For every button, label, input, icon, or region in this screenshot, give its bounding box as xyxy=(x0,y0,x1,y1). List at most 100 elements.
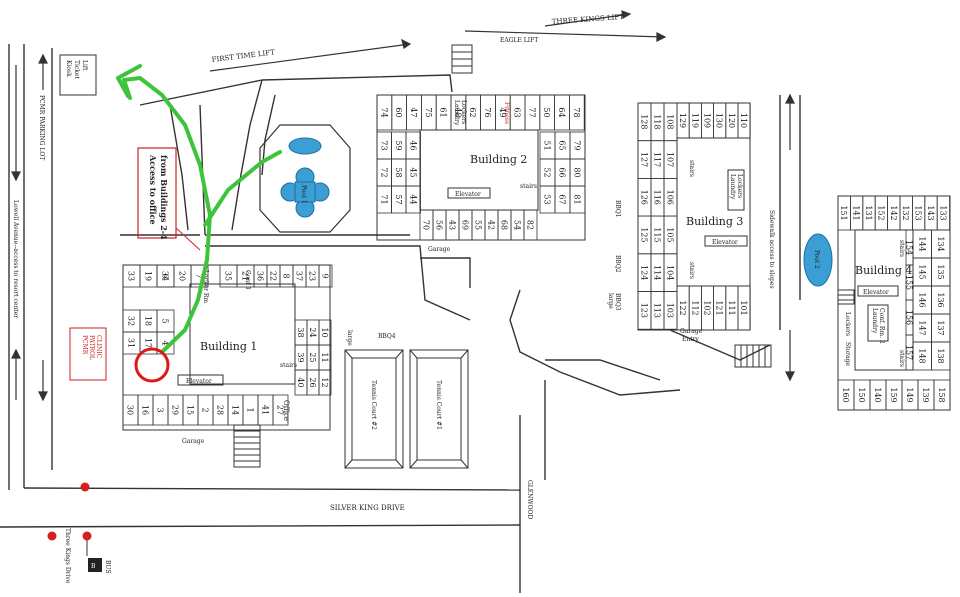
unit-number: 23 xyxy=(308,271,317,281)
unit-number: 4 xyxy=(161,340,170,345)
green-route-branch xyxy=(203,150,282,227)
tennis-court-1-label: Tennis Court #1 xyxy=(435,380,442,430)
pool1-area xyxy=(259,124,351,233)
unit-number: 12 xyxy=(320,377,329,387)
building-4-label: Building 4 xyxy=(855,264,912,277)
tennis-court-2[interactable] xyxy=(344,349,404,469)
glenwood-label: GLENWOOD xyxy=(526,480,533,519)
building-3-lockers[interactable] xyxy=(727,169,745,211)
building-4-laundry-label: Laundry xyxy=(871,308,878,334)
patrol-clinic-box[interactable] xyxy=(69,327,107,381)
unit-number: 65 xyxy=(558,140,567,150)
unit-number: 151 xyxy=(839,205,848,220)
bus-stop[interactable]: B xyxy=(88,558,102,572)
unit-number: 49 xyxy=(498,107,507,117)
unit-number: 25 xyxy=(308,352,317,362)
unit-number: 27 xyxy=(276,405,285,415)
unit-number: 113 xyxy=(653,303,662,318)
unit-number: 142 xyxy=(889,205,898,220)
unit-number: 19 xyxy=(144,271,153,281)
svg-text:B: B xyxy=(91,563,96,570)
garage-entry-stairs xyxy=(734,344,772,368)
unit-number: 131 xyxy=(864,205,873,220)
unit-number: 44 xyxy=(408,194,417,204)
unit-number: 30 xyxy=(126,405,135,415)
unit-number: 136 xyxy=(936,292,945,307)
unit-number: 144 xyxy=(917,236,926,251)
unit-number: 127 xyxy=(640,152,649,167)
bbq3-label: BBQ3 xyxy=(614,293,621,311)
unit-number: 114 xyxy=(653,265,662,280)
unit-number: 112 xyxy=(690,300,699,315)
unit-number: 108 xyxy=(666,114,675,129)
unit-number: 67 xyxy=(558,194,567,204)
unit-number: 79 xyxy=(573,140,582,150)
building-1-conf1: Conf 1 xyxy=(244,270,251,290)
building-3-elevator[interactable] xyxy=(704,235,748,247)
access-line-1: Access to office xyxy=(148,154,158,225)
pool1 xyxy=(280,167,330,218)
unit-cell xyxy=(905,334,914,371)
unit-number: 10 xyxy=(320,327,329,337)
unit-number: 34 xyxy=(161,271,170,281)
building-1-elevator[interactable] xyxy=(177,374,224,386)
building-4-conf-rm2[interactable] xyxy=(867,304,889,342)
tennis-court-2-label: Tennis Court #2 xyxy=(370,380,377,430)
unit-number: 78 xyxy=(572,107,581,117)
unit-number: 117 xyxy=(653,152,662,167)
unit-number: 146 xyxy=(917,292,926,307)
building-2-elevator[interactable] xyxy=(447,187,491,199)
unit-number: 20 xyxy=(178,271,187,281)
pool2-label: Pool 2 xyxy=(813,250,820,269)
unit-number: 133 xyxy=(938,205,947,220)
unit-number: 154 xyxy=(905,240,914,255)
building-3-label: Building 3 xyxy=(686,215,743,228)
unit-number: 56 xyxy=(435,220,444,230)
unit-number: 54 xyxy=(513,220,522,230)
building-4-elevator[interactable] xyxy=(857,285,899,297)
building-4-conf-rm2-label: Conf. Rm. 2 xyxy=(878,308,885,344)
unit-number: 101 xyxy=(739,300,748,315)
unit-number: 129 xyxy=(678,113,687,128)
unit-number: 8 xyxy=(282,273,291,278)
unit-number: 158 xyxy=(937,387,946,402)
unit-number: 130 xyxy=(715,113,724,128)
unit-number: 111 xyxy=(727,300,736,315)
unit-number: 16 xyxy=(141,405,150,415)
unit-number: 119 xyxy=(690,113,699,128)
building-2-laundry: Laundry xyxy=(453,100,460,126)
kiosk-text: Lift Ticket Kiosk xyxy=(65,60,88,79)
building-2-label: Building 2 xyxy=(470,153,527,166)
unit-number: 138 xyxy=(936,348,945,363)
unit-number: 46 xyxy=(408,140,417,150)
unit-number: 40 xyxy=(296,377,305,387)
building-3-garage-entry: Garage xyxy=(680,328,703,335)
unit-number: 43 xyxy=(448,220,457,230)
unit-cell xyxy=(318,264,333,288)
unit-number: 120 xyxy=(727,113,736,128)
pool1-spa xyxy=(288,137,322,155)
unit-cell xyxy=(569,94,585,131)
unit-number: 110 xyxy=(739,113,748,128)
unit-number: 126 xyxy=(640,190,649,205)
unit-number: 22 xyxy=(269,271,278,281)
silver-king-drive-label: SILVER KING DRIVE xyxy=(330,504,405,512)
unit-number: 58 xyxy=(394,167,403,177)
lift-ticket-kiosk[interactable] xyxy=(59,54,97,96)
unit-cell xyxy=(737,102,751,139)
unit-number: 1 xyxy=(246,407,255,412)
lowell-avenue-label: Lowell Avenue--access to resort center xyxy=(12,200,19,318)
unit-number: 53 xyxy=(543,194,552,204)
unit-number: 147 xyxy=(917,320,926,335)
unit-number: 76 xyxy=(483,107,492,117)
unit-number: 104 xyxy=(666,265,675,280)
green-route xyxy=(122,76,212,354)
unit-number: 48 xyxy=(453,107,462,117)
kiosk-line-1: Lift xyxy=(81,60,88,71)
unit-number: 36 xyxy=(256,271,265,281)
unit-number: 153 xyxy=(914,205,923,220)
tennis-court-1[interactable] xyxy=(409,349,469,469)
unit-number: 52 xyxy=(543,167,552,177)
